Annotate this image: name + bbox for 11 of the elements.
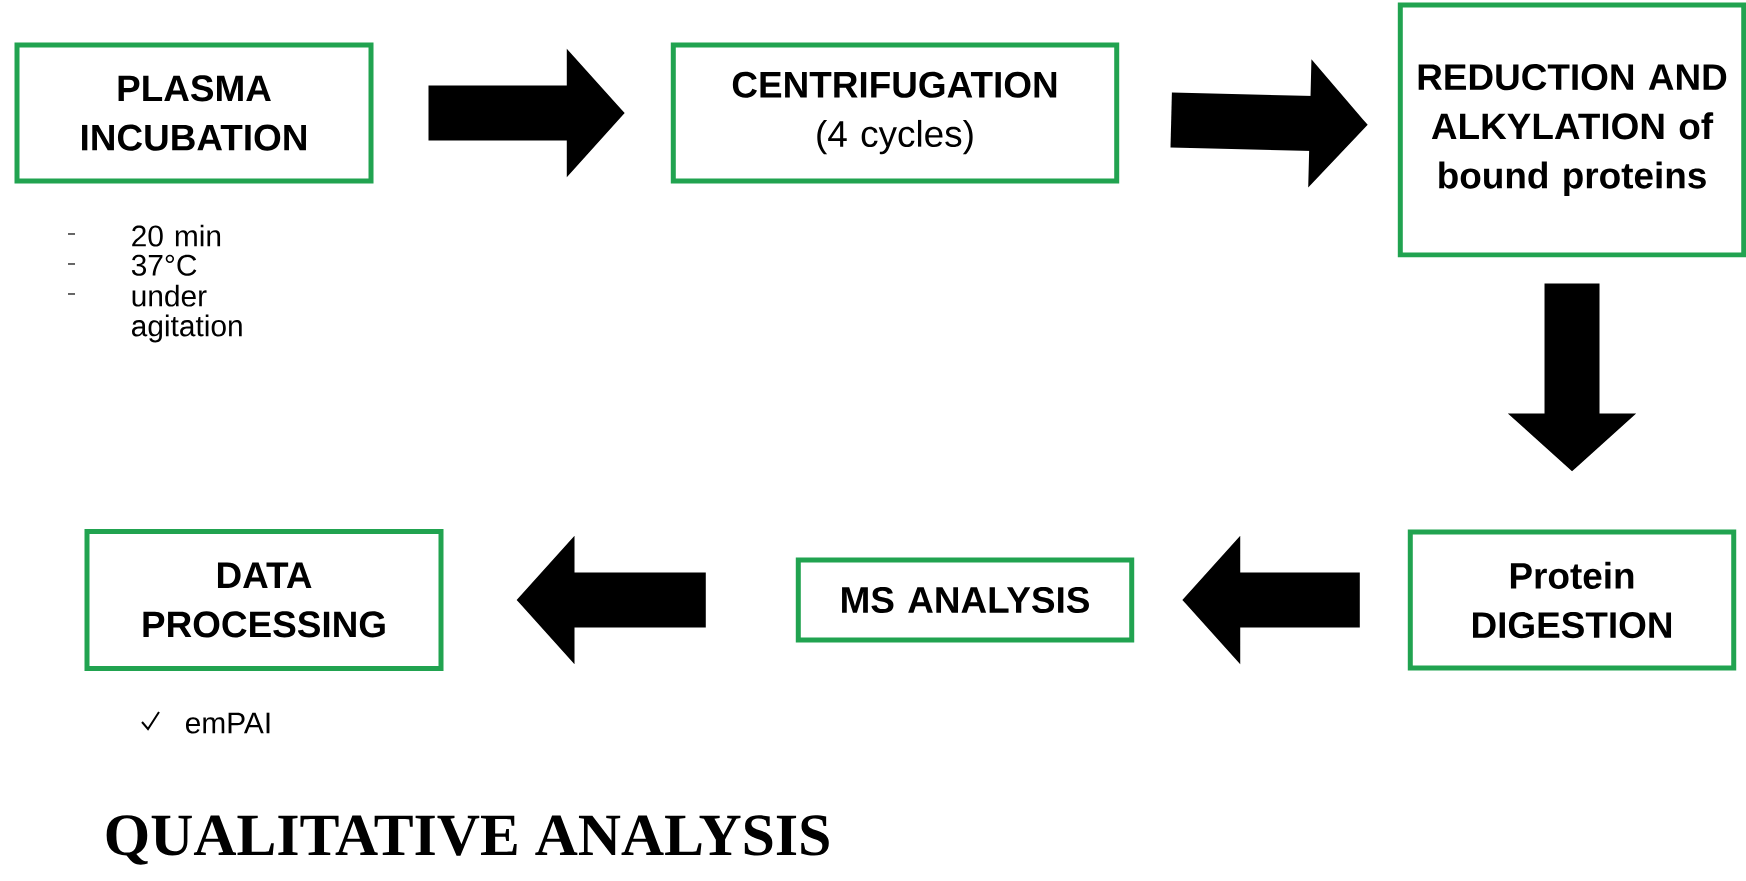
- process-box: Protein DIGESTION: [1407, 529, 1737, 671]
- step-note: emPAI: [186, 712, 270, 734]
- step-note: 20 min: [132, 224, 221, 247]
- step-note: under agitation: [132, 284, 242, 343]
- process-box: CENTRIFUGATION (4 cycles): [670, 42, 1120, 184]
- process-box: PLASMA INCUBATION: [14, 42, 374, 184]
- step-note: 37°C: [131, 254, 197, 276]
- process-box: REDUCTION AND ALKYLATION of bound proteins: [1397, 2, 1746, 258]
- title: QUALITATIVE ANALYSIS: [106, 815, 829, 865]
- process-box: DATA PROCESSING: [84, 529, 444, 671]
- process-box: MS ANALYSIS: [795, 557, 1135, 643]
